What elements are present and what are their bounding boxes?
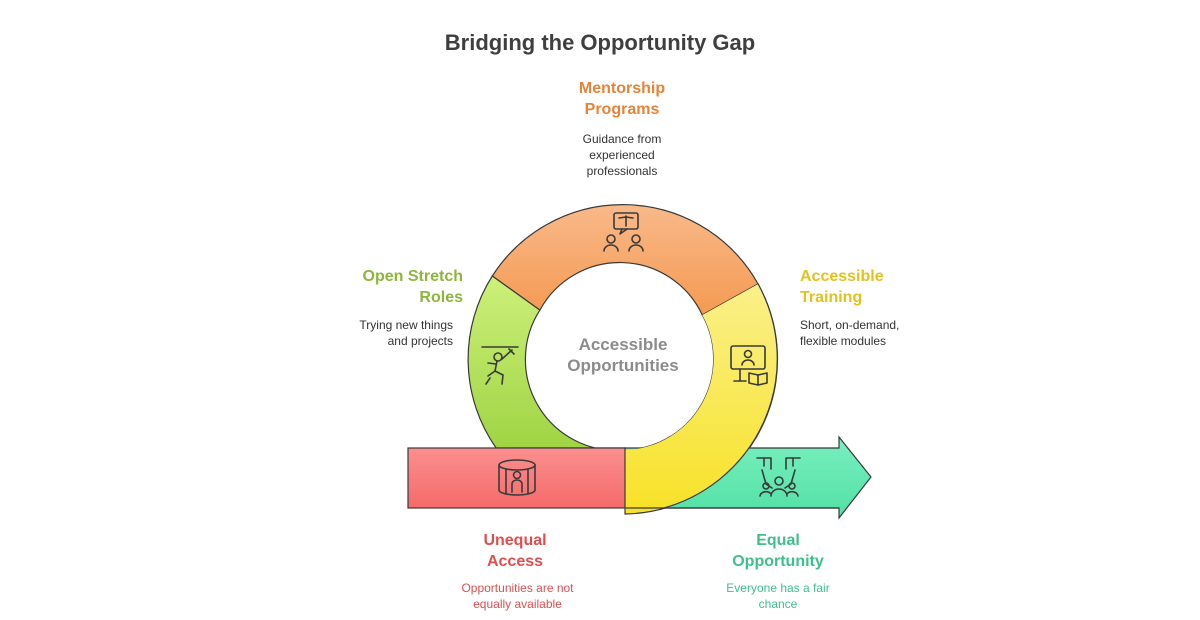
diagram-title: Bridging the Opportunity Gap: [444, 30, 756, 55]
equal-opportunity-icon: [756, 457, 801, 497]
unequal-access-title: Unequal Access: [483, 532, 547, 570]
mentorship-segment: [491, 204, 759, 316]
training-icon: [730, 345, 768, 386]
mentorship-icon: [603, 212, 644, 252]
unequal-access-description: Opportunities are not equally available: [461, 581, 574, 611]
training-overlap-edge: [659, 283, 778, 510]
stretch-roles-title: Open Stretch Roles: [362, 268, 463, 306]
equal-opportunity-description: Everyone has a fair chance: [726, 581, 830, 611]
training-overlap: [625, 284, 778, 509]
training-description: Short, on-demand, flexible modules: [800, 318, 900, 348]
mentorship-title: Mentorship Programs: [578, 80, 666, 118]
equal-opportunity-title: Equal Opportunity: [732, 532, 824, 570]
stretch-roles-description: Trying new things and projects: [359, 318, 453, 348]
center-label: Accessible Opportunities: [567, 335, 679, 375]
training-title: Accessible Training: [800, 268, 884, 306]
stretch-role-icon: [481, 346, 519, 385]
barrier-icon: [498, 459, 536, 496]
mentorship-description: Guidance from experienced professionals: [582, 132, 662, 178]
